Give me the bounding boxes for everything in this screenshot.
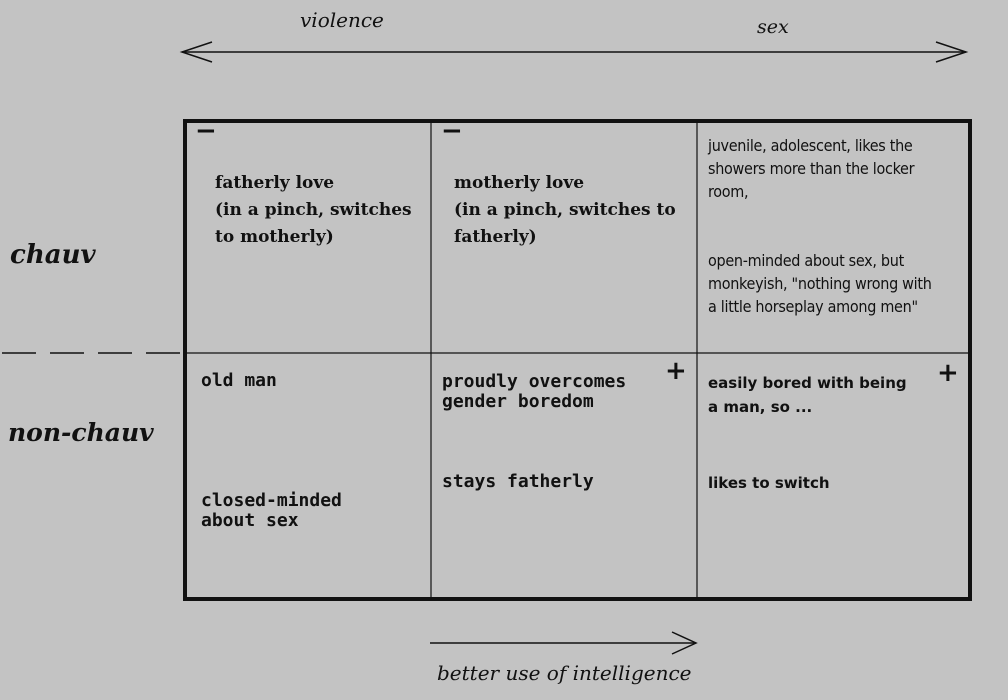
text-line: (in a pinch, switches to [454, 200, 676, 220]
text-line: to motherly) [215, 227, 334, 247]
cell-bottom-middle-line2: stays fatherly [442, 471, 594, 492]
cell-top-right-para2: open-minded about sex, but monkeyish, "n… [708, 249, 932, 318]
text-line: monkeyish, "nothing wrong with [708, 274, 932, 293]
bottom-arrow [430, 631, 698, 655]
row-label-chauv: chauv [10, 240, 96, 270]
axis-label-violence: violence [300, 8, 384, 32]
text-line: a little horseplay among men" [708, 297, 918, 316]
cell-bottom-right-line2: likes to switch [708, 474, 830, 492]
text-line: room, [708, 182, 749, 201]
cell-top-left-text: fatherly love (in a pinch, switches to m… [215, 170, 412, 251]
cell-top-right-para1: juvenile, adolescent, likes the showers … [708, 134, 915, 203]
cell-bottom-left-line2: closed-minded about sex [201, 491, 342, 531]
text-line: open-minded about sex, but [708, 251, 904, 270]
text-line: a man, so ... [708, 398, 813, 416]
cell-bottom-left-line1: old man [201, 370, 277, 391]
text-line: closed-minded [201, 490, 342, 511]
text-line: proudly overcomes [442, 371, 627, 392]
text-line: (in a pinch, switches [215, 200, 412, 220]
text-line: fatherly love [215, 173, 335, 193]
text-line: gender boredom [442, 391, 594, 412]
minus-sign: − [441, 116, 463, 146]
plus-sign: + [937, 358, 959, 388]
text-line: juvenile, adolescent, likes the [708, 136, 913, 155]
text-line: showers more than the locker [708, 159, 915, 178]
axis-label-sex: sex [757, 16, 789, 38]
minus-sign: − [195, 116, 217, 146]
cell-bottom-middle-line1: proudly overcomes gender boredom [442, 372, 626, 412]
row-label-non-chauv: non-chauv [8, 418, 154, 447]
plus-sign: + [665, 356, 687, 386]
top-double-arrow [179, 41, 969, 63]
cell-top-middle-text: motherly love (in a pinch, switches to f… [454, 170, 676, 251]
text-line: easily bored with being [708, 374, 907, 392]
text-line: fatherly) [454, 227, 537, 247]
cell-bottom-right-line1: easily bored with being a man, so ... [708, 371, 907, 419]
text-line: motherly love [454, 173, 585, 193]
text-line: about sex [201, 510, 299, 531]
grid-border [183, 119, 972, 601]
axis-label-intelligence: better use of intelligence [437, 661, 692, 685]
